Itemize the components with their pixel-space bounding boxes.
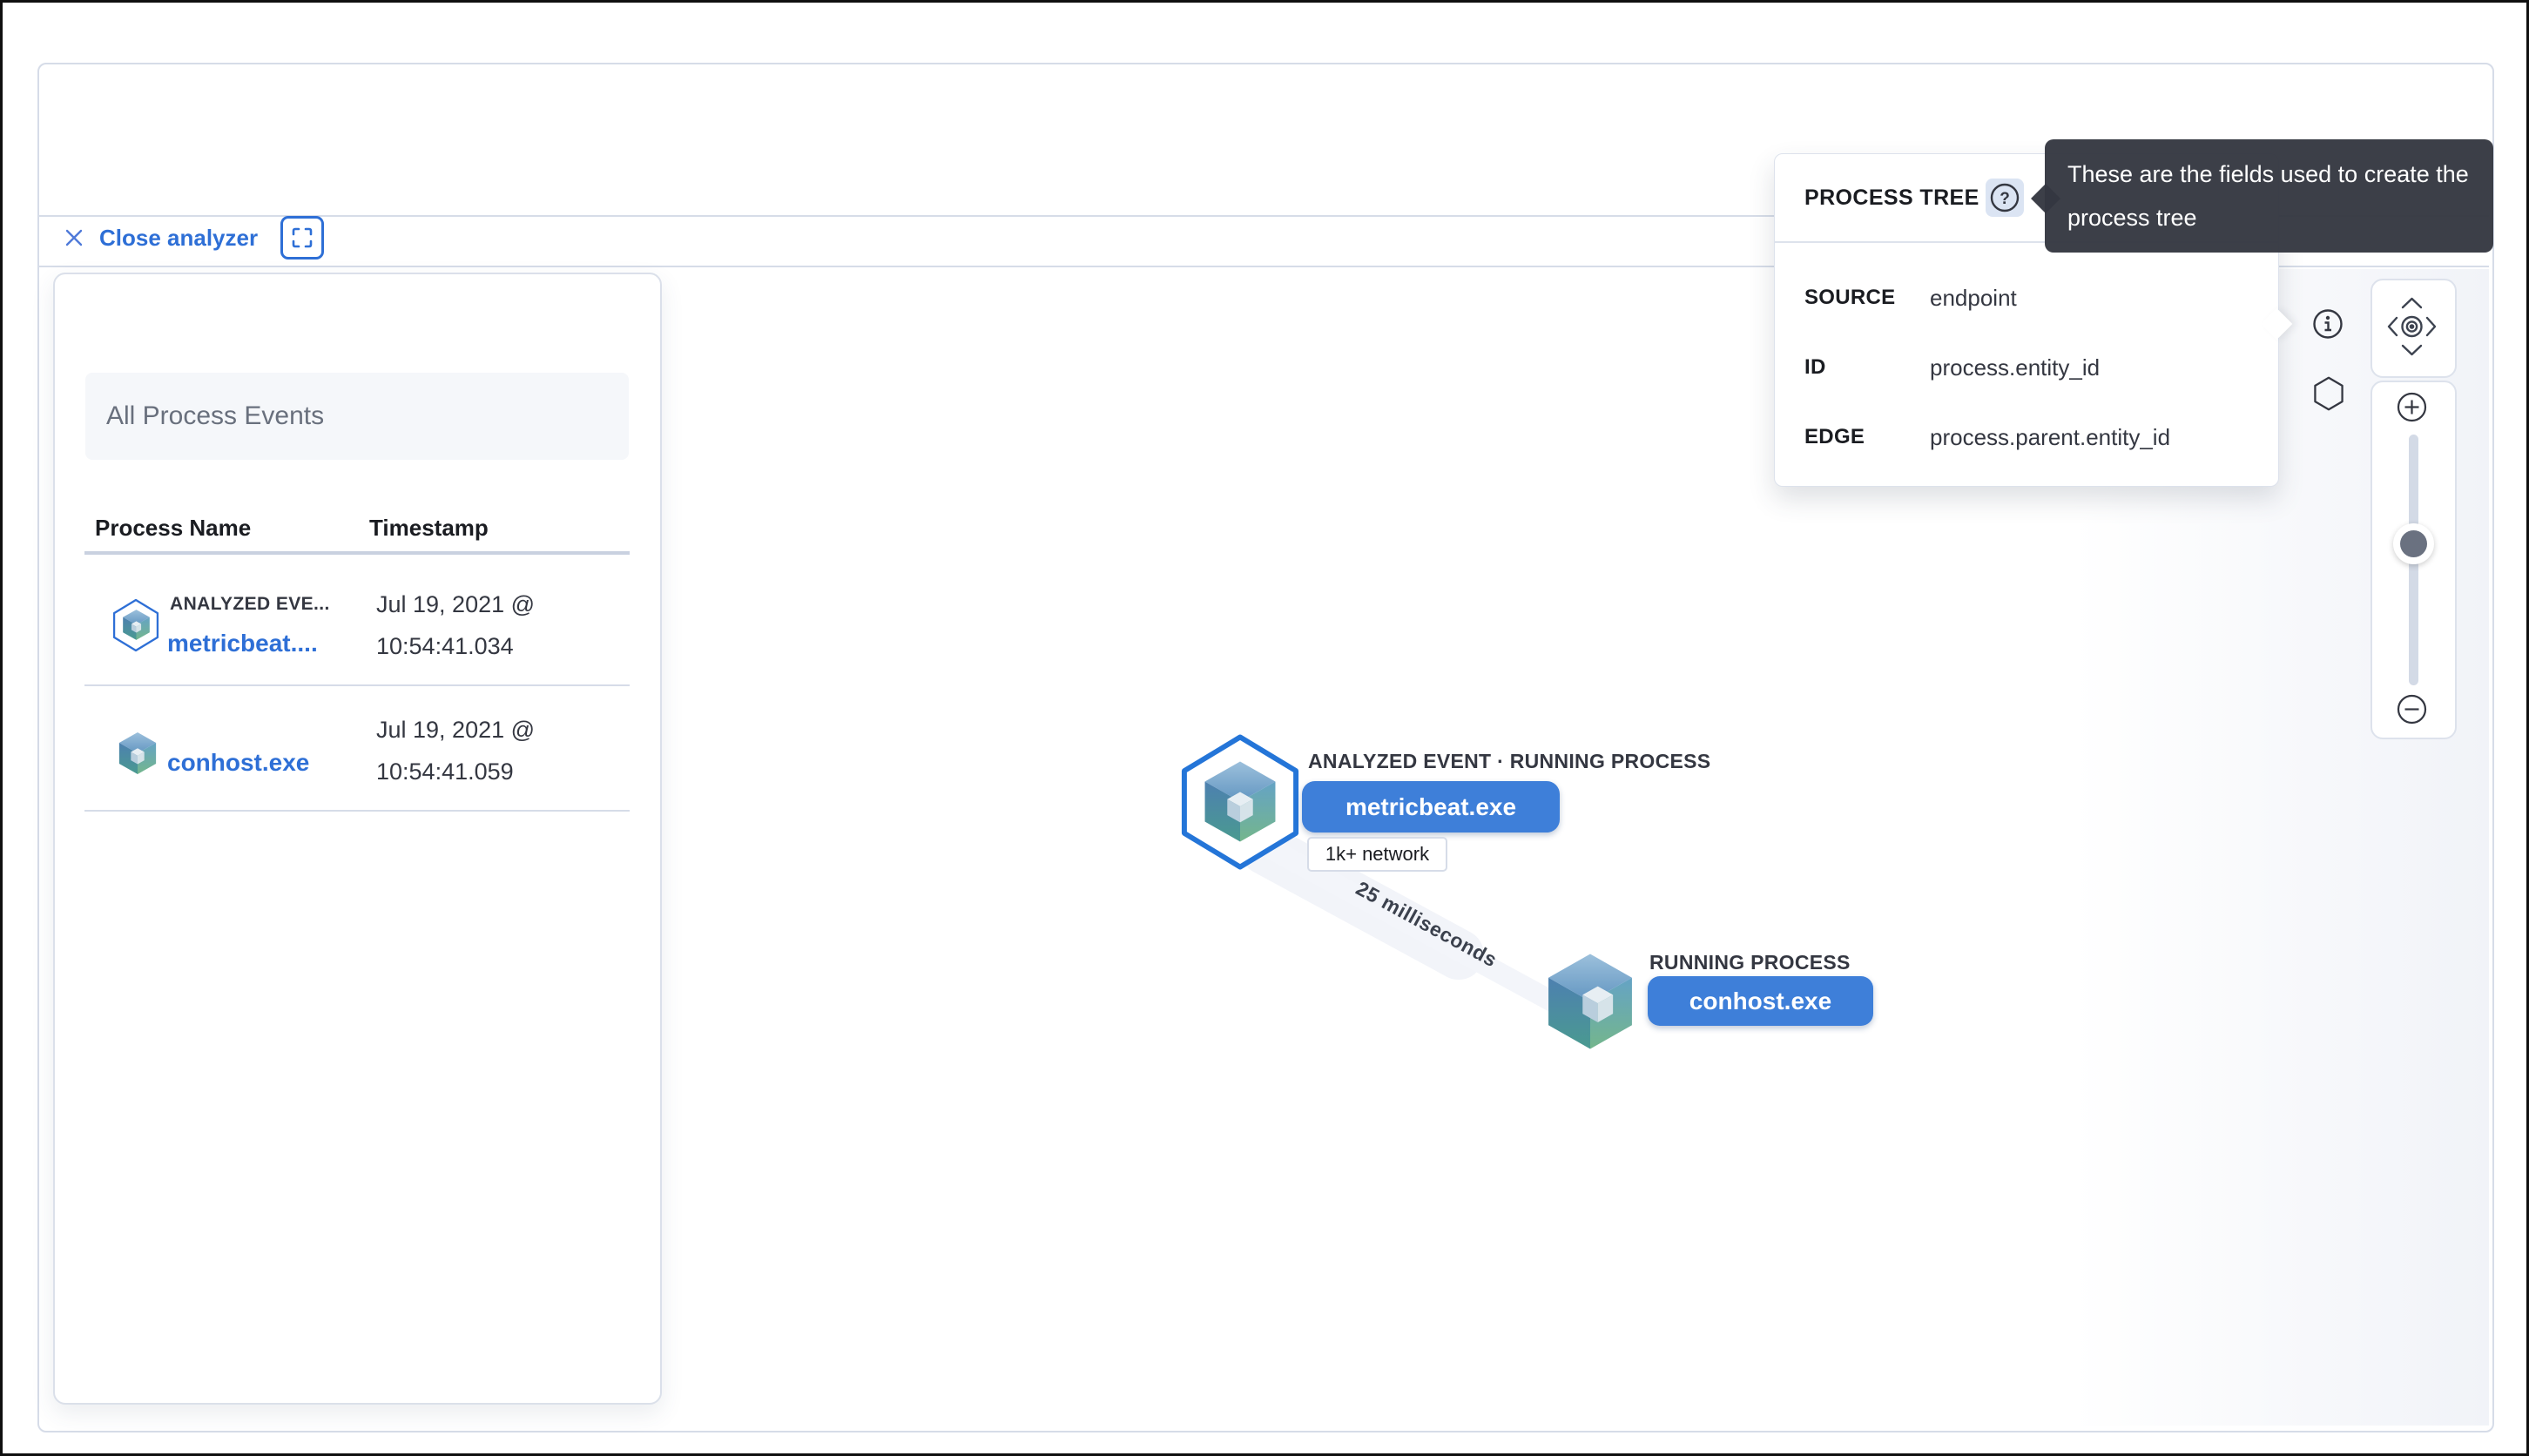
pan-right-icon xyxy=(2425,316,2437,337)
row-divider xyxy=(84,684,630,686)
cube-icon xyxy=(1200,757,1280,846)
node-category-label: RUNNING PROCESS xyxy=(1649,951,1851,974)
zoom-out-button[interactable] xyxy=(2397,694,2427,725)
schema-value: process.entity_id xyxy=(1930,354,2101,381)
close-analyzer-bar: Close analyzer xyxy=(61,216,325,260)
nodes-legend-button[interactable] xyxy=(2310,373,2348,415)
column-header-process-name: Process Name xyxy=(95,515,252,541)
help-button[interactable]: ? xyxy=(1986,179,2024,217)
cube-icon xyxy=(1542,948,1638,1055)
fullscreen-icon xyxy=(292,227,313,248)
column-header-timestamp: Timestamp xyxy=(369,515,489,541)
zoom-in-button[interactable] xyxy=(2397,392,2427,422)
header-divider xyxy=(39,215,2489,217)
zoom-slider-halo xyxy=(2393,523,2434,564)
network-count-badge[interactable]: 1k+ network xyxy=(1307,837,1447,872)
zoom-control xyxy=(2371,381,2457,739)
process-link-metricbeat[interactable]: metricbeat.... xyxy=(167,630,318,657)
process-node-conhost[interactable] xyxy=(1542,948,1638,1055)
pan-down-icon xyxy=(2401,344,2423,356)
schema-info-button[interactable] xyxy=(2308,304,2348,344)
timestamp-line: Jul 19, 2021 @ xyxy=(376,591,536,617)
question-mark-icon: ? xyxy=(2000,190,2010,208)
help-tooltip: These are the fields used to create the … xyxy=(2031,139,2493,253)
row-divider xyxy=(84,810,630,812)
timestamp-line: Jul 19, 2021 @ xyxy=(376,717,536,743)
timestamp-line: 10:54:41.034 xyxy=(376,633,514,659)
zoom-slider-thumb[interactable] xyxy=(2400,530,2427,557)
close-analyzer-button[interactable]: Close analyzer xyxy=(99,224,259,251)
pan-left-icon xyxy=(2387,316,2398,337)
schema-value: process.parent.entity_id xyxy=(1930,424,2171,450)
info-icon xyxy=(2311,307,2344,340)
schema-label: EDGE xyxy=(1804,425,1865,448)
cube-icon xyxy=(117,730,158,777)
node-name-button-conhost[interactable]: conhost.exe xyxy=(1648,976,1873,1026)
graph-top-divider xyxy=(39,266,2489,267)
popover-title: PROCESS TREE xyxy=(1804,185,1979,210)
process-node-metricbeat[interactable] xyxy=(1175,733,1305,871)
node-name-button-metricbeat[interactable]: metricbeat.exe xyxy=(1302,781,1560,832)
hexagon-icon xyxy=(2312,375,2345,412)
process-link-conhost[interactable]: conhost.exe xyxy=(167,749,310,776)
pan-control[interactable] xyxy=(2371,279,2457,378)
panel-title: All Process Events xyxy=(106,401,325,430)
table-header-rule xyxy=(84,551,630,555)
schema-value: endpoint xyxy=(1930,285,2017,311)
schema-label: ID xyxy=(1804,355,1826,379)
pan-up-icon xyxy=(2401,297,2423,309)
close-icon[interactable] xyxy=(61,225,87,251)
process-events-panel: All Process Events Process Name Timestam… xyxy=(53,273,662,1405)
timestamp-line: 10:54:41.059 xyxy=(376,758,514,785)
event-type-badge: ANALYZED EVE... xyxy=(170,594,330,614)
popover-header: PROCESS TREE ? xyxy=(1775,154,2278,243)
tooltip-text: These are the fields used to create the … xyxy=(2067,161,2469,231)
hexagon-cube-icon xyxy=(111,597,161,654)
fullscreen-button[interactable] xyxy=(280,216,325,260)
node-category-label: ANALYZED EVENT · RUNNING PROCESS xyxy=(1308,750,1711,772)
center-camera-icon xyxy=(2401,315,2423,338)
panel-title-box: All Process Events xyxy=(85,373,629,460)
schema-label: SOURCE xyxy=(1804,286,1896,309)
